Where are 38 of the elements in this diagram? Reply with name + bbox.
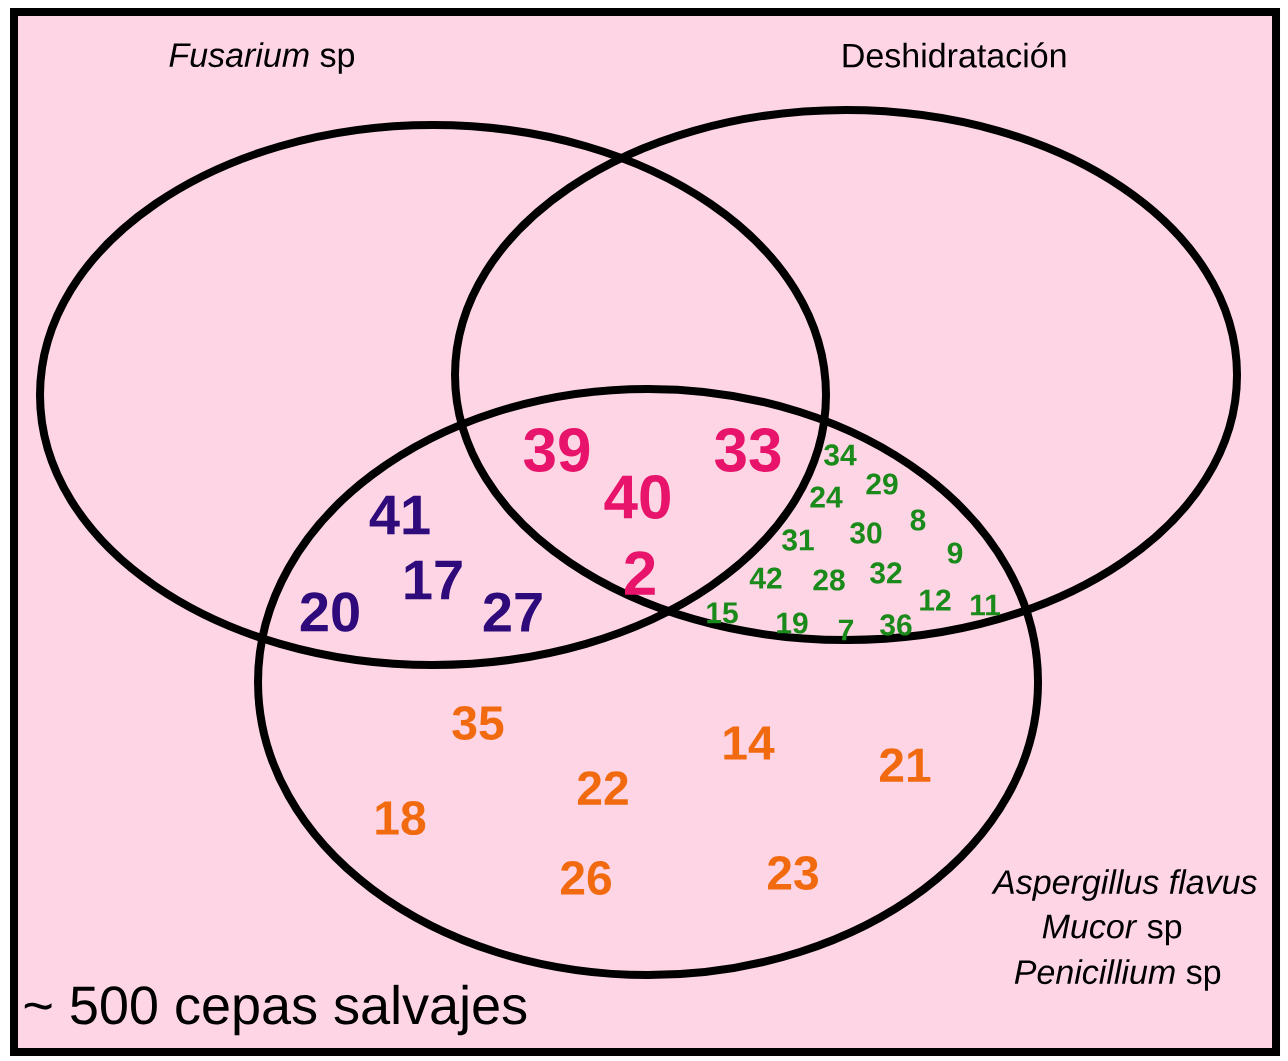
- count-number: 8: [910, 509, 926, 531]
- count-number: 19: [777, 612, 808, 634]
- count-number: 7: [838, 619, 854, 641]
- set-label: Deshidratación: [843, 42, 1066, 68]
- count-number: 12: [920, 589, 951, 611]
- population-label: ~ 500 cepas salvajes: [24, 984, 527, 1036]
- count-number: 32: [870, 562, 902, 584]
- count-number: 40: [604, 475, 670, 519]
- count-number: 42: [749, 567, 782, 589]
- count-number: 20: [300, 592, 359, 632]
- count-number: 33: [714, 428, 781, 472]
- count-number: 30: [850, 522, 882, 544]
- set-label: Mucor sp: [1042, 914, 1182, 946]
- count-number: 22: [578, 771, 628, 805]
- count-number: 17: [405, 560, 462, 600]
- count-number: 9: [947, 542, 963, 564]
- count-number: 36: [880, 614, 912, 636]
- set-label: Fusarium sp: [169, 42, 354, 74]
- count-number: 14: [724, 726, 775, 760]
- count-number: 26: [561, 861, 611, 895]
- count-number: 31: [782, 529, 814, 551]
- count-number: 28: [813, 569, 845, 591]
- count-number: 35: [452, 706, 504, 741]
- count-number: 27: [483, 592, 542, 632]
- set-label: Penicillium sp: [1014, 959, 1221, 991]
- count-number: 18: [376, 801, 426, 835]
- count-number: 11: [971, 594, 1001, 616]
- frame-box: [10, 8, 1280, 1056]
- count-number: 24: [810, 486, 843, 508]
- count-number: 34: [824, 444, 857, 466]
- count-number: 41: [369, 495, 430, 535]
- count-number: 23: [768, 856, 818, 891]
- count-number: 21: [880, 748, 931, 782]
- count-number: 15: [707, 602, 738, 624]
- set-label: Aspergillus flavus: [991, 869, 1257, 901]
- count-number: 29: [866, 473, 898, 495]
- count-number: 39: [523, 428, 590, 472]
- count-number: 2: [624, 551, 655, 595]
